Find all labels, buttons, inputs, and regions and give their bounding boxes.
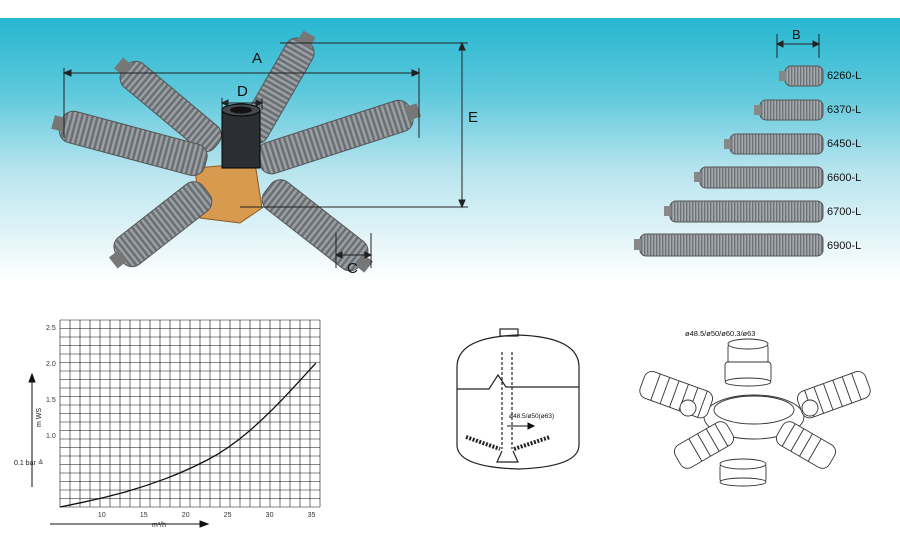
tank-connection-label: ø48.5/ø50(ø63) [509, 413, 554, 420]
tank-arrow [507, 422, 536, 430]
model-label: 6260-L [827, 70, 862, 82]
y-tick-label: 1.5 [46, 397, 56, 404]
dimension-b-line [775, 34, 821, 58]
tank-outline [456, 334, 580, 470]
media-level-line [457, 373, 579, 390]
axis-arrows [28, 372, 210, 528]
y-tick-labels: 1.0 1.5 2.0 2.5 [46, 325, 56, 440]
dimension-e-label: E [468, 109, 478, 126]
hub-connection-label: ø48.5/ø50/ø60.3/ø63 [685, 329, 755, 338]
lateral-models [634, 65, 824, 257]
lateral-6260 [779, 65, 824, 87]
lateral-arm [113, 181, 213, 268]
x-axis-label: m³/h [152, 522, 166, 529]
x-tick-label: 30 [266, 512, 274, 519]
dimension-lines [62, 41, 468, 268]
lateral-6450 [724, 133, 824, 155]
x-tick-label: 15 [140, 512, 148, 519]
hub-socket [724, 338, 772, 387]
model-size-diagram: B [634, 27, 824, 257]
y-axis-label: m WS [36, 408, 43, 427]
dimension-c-label: C [347, 260, 358, 277]
pressure-loss-curve [59, 362, 317, 508]
pressure-loss-chart: 10 15 20 25 30 35 1.0 1.5 2.0 2.5 m³/h m WS 0.1 … [14, 319, 321, 529]
x-tick-label: 20 [182, 512, 190, 519]
x-tick-label: 10 [98, 512, 106, 519]
y-tick-label: 2.5 [46, 325, 56, 332]
lateral-6900 [634, 233, 824, 257]
model-label: 6450-L [827, 138, 862, 150]
hub-lateral [639, 371, 713, 419]
hub-nut [719, 458, 767, 487]
hub-lateral [775, 421, 836, 469]
y-tick-label: 2.0 [46, 361, 56, 368]
lateral-6370 [754, 99, 824, 121]
x-tick-labels: 10 15 20 25 30 35 [98, 512, 316, 519]
x-tick-label: 35 [308, 512, 316, 519]
model-label: 6370-L [827, 104, 862, 116]
exploded-hub-diagram: ø48.5/ø50/ø60.3/ø63 [639, 329, 871, 487]
dimension-b-label: B [792, 27, 801, 42]
y-tick-label: 1.0 [46, 433, 56, 440]
tank-section-diagram: ø48.5/ø50(ø63) [456, 328, 580, 470]
dimension-a-label: A [252, 50, 262, 67]
model-label: 6600-L [827, 172, 862, 184]
y-axis-unit-label: 0.1 bar ≙ [14, 459, 44, 467]
x-tick-label: 25 [224, 512, 232, 519]
manifold-diagram: A D E C [51, 30, 478, 277]
chart-grid [59, 319, 321, 508]
model-label: 6900-L [827, 240, 862, 252]
tank-hub [496, 450, 519, 463]
lateral-6700 [664, 200, 824, 223]
tank-laterals [465, 435, 551, 451]
dimension-d-label: D [237, 83, 248, 100]
lateral-6600 [694, 166, 824, 189]
tank-top-port [499, 328, 519, 337]
center-pipe [221, 103, 261, 169]
hub-lateral [674, 421, 735, 469]
model-label: 6700-L [827, 206, 862, 218]
